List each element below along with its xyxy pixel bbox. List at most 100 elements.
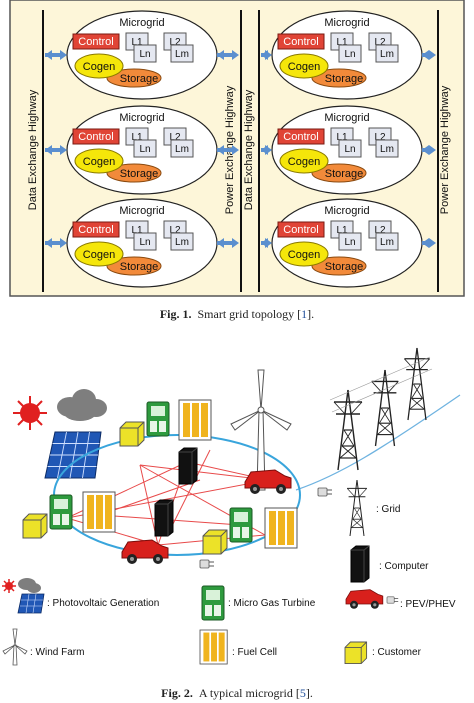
load-label-l1: L1 <box>336 37 348 48</box>
control-box <box>72 33 120 50</box>
storage-ellipse <box>311 68 367 88</box>
load-box-ln <box>338 44 362 63</box>
data-link-arrow-left <box>45 238 67 248</box>
legend-computer-icon <box>350 545 370 583</box>
wind-turbine-icon <box>230 369 292 491</box>
legend-computer-label: : Computer <box>379 561 429 572</box>
sun-icon <box>13 396 47 430</box>
figure-2-caption-text: A typical microgrid [ <box>198 686 300 700</box>
control-label: Control <box>78 224 113 236</box>
load-box-lm <box>170 44 194 63</box>
power-link-arrow-mid <box>217 238 239 248</box>
storage-label: Storage <box>325 261 364 273</box>
load-box-ln <box>338 232 362 251</box>
legend-wind-icon <box>2 628 28 666</box>
microgrid-title: Microgrid <box>119 17 164 29</box>
storage-ellipse <box>106 163 162 183</box>
storage-label: Storage <box>120 168 159 180</box>
power-link-arrow-right <box>422 238 436 248</box>
storage-label: Storage <box>325 73 364 85</box>
load-label-lm: Lm <box>380 49 394 60</box>
load-box-ln <box>133 44 157 63</box>
microgrid-title: Microgrid <box>324 205 369 217</box>
computer-center <box>154 499 174 537</box>
load-box-ln <box>133 232 157 251</box>
figure-1-caption-ref[interactable]: 1 <box>301 307 308 321</box>
microgrid-title: Microgrid <box>324 112 369 124</box>
cogen-label: Cogen <box>288 249 320 261</box>
cogen-ellipse <box>279 53 329 79</box>
figure-1-caption: Fig. 1. Smart grid topology [1]. <box>0 307 474 322</box>
load-label-lm: Lm <box>175 237 189 248</box>
fuel-cell-right <box>264 507 298 549</box>
cogen-label: Cogen <box>83 61 115 73</box>
control-box <box>277 33 325 50</box>
fuel-cell-left <box>82 491 116 533</box>
storage-ellipse <box>311 163 367 183</box>
grid-feed-line <box>295 394 461 491</box>
pev-top-right <box>244 469 292 495</box>
storage-label: Storage <box>325 168 364 180</box>
load-label-l2: L2 <box>169 225 181 236</box>
load-label-ln: Ln <box>344 49 355 60</box>
micro-gas-turbine-left <box>49 494 73 530</box>
control-box <box>277 221 325 238</box>
load-label-l2: L2 <box>374 37 386 48</box>
cogen-label: Cogen <box>288 61 320 73</box>
data-link-arrow-left <box>45 145 67 155</box>
load-label-l1: L1 <box>131 37 143 48</box>
figure-2-caption-ref[interactable]: 5 <box>299 686 306 700</box>
data-link-arrow-mid <box>261 145 272 155</box>
cogen-ellipse <box>74 148 124 174</box>
microgrid-title: Microgrid <box>119 205 164 217</box>
cogen-label: Cogen <box>83 156 115 168</box>
load-box-ln <box>338 139 362 158</box>
storage-ellipse <box>106 256 162 276</box>
load-label-lm: Lm <box>380 144 394 155</box>
storage-label: Storage <box>120 73 159 85</box>
load-label-ln: Ln <box>139 144 150 155</box>
load-label-l1: L1 <box>131 225 143 236</box>
cogen-label: Cogen <box>288 156 320 168</box>
power-link-arrow-mid <box>217 145 239 155</box>
power-highway-right-label: Power Exchange Highway <box>439 85 451 214</box>
legend-grid-icon <box>346 479 368 537</box>
power-link-arrow-right <box>422 50 436 60</box>
load-label-lm: Lm <box>380 237 394 248</box>
customer-top <box>119 421 145 447</box>
load-label-ln: Ln <box>344 237 355 248</box>
control-box <box>277 128 325 145</box>
microgrid-title: Microgrid <box>119 112 164 124</box>
load-label-ln: Ln <box>139 237 150 248</box>
figure-typical-microgrid: : Grid : Computer : Photovoltaic Generat… <box>0 340 474 698</box>
transmission-tower-1 <box>333 389 363 471</box>
load-box-lm <box>170 232 194 251</box>
legend-customer-label: : Customer <box>372 647 422 658</box>
storage-ellipse <box>311 256 367 276</box>
figure-smart-grid-topology: Data Exchange Highway Power Exchange Hig… <box>0 0 474 300</box>
legend-pv-icon <box>2 578 45 614</box>
legend-turbine-icon <box>201 585 225 621</box>
control-label: Control <box>78 131 113 143</box>
load-label-l2: L2 <box>374 225 386 236</box>
legend-fuel-label: : Fuel Cell <box>232 647 277 658</box>
load-label-lm: Lm <box>175 144 189 155</box>
legend-customer-icon <box>344 641 368 665</box>
control-label: Control <box>283 224 318 236</box>
cogen-ellipse <box>279 148 329 174</box>
micro-gas-turbine-right <box>229 507 253 543</box>
micro-gas-turbine-top <box>146 401 170 437</box>
control-box <box>72 128 120 145</box>
load-box-lm <box>170 139 194 158</box>
cloud-icon <box>57 389 107 421</box>
load-box-lm <box>375 44 399 63</box>
load-label-l2: L2 <box>169 37 181 48</box>
legend-fuel-icon <box>199 629 228 665</box>
control-label: Control <box>78 36 113 48</box>
cogen-ellipse <box>74 53 124 79</box>
transmission-wire-1 <box>329 356 431 401</box>
